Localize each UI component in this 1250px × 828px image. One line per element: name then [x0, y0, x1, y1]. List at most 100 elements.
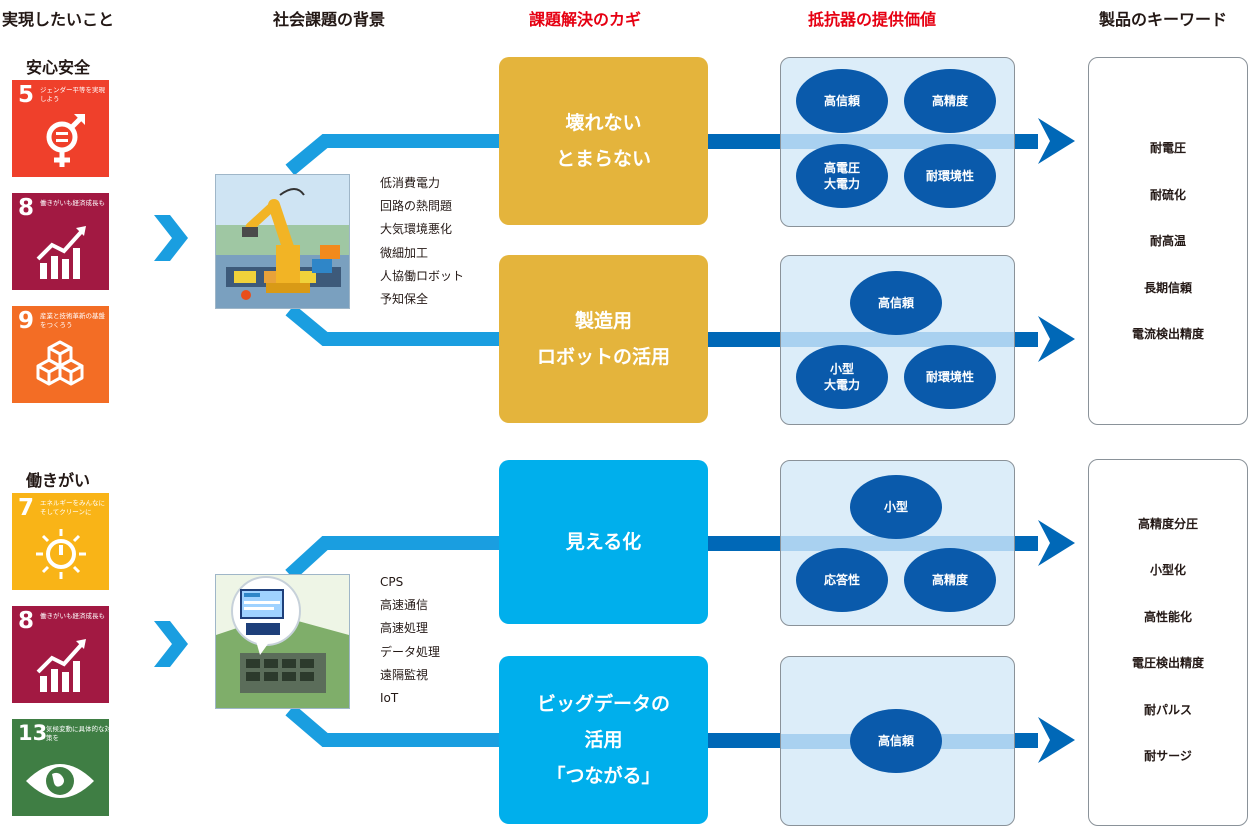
- value-text: 大電力: [823, 177, 860, 191]
- group-label-safety: 安心安全: [26, 58, 91, 77]
- value-text: 耐環境性: [925, 168, 974, 183]
- background-list-1: 低消費電力 回路の熱問題 大気環境悪化 微細加工 人協働ロボット 予知保全: [380, 172, 464, 311]
- key-line: ビッグデータの: [536, 693, 670, 715]
- key-line: 活用: [584, 729, 623, 751]
- keyword-box-1: 耐電圧 耐硫化 耐高温 長期信頼 電流検出精度: [1088, 57, 1248, 425]
- keyword: 高性能化: [1143, 610, 1192, 624]
- background-item: 人協働ロボット: [380, 268, 465, 283]
- value-text: 高電圧: [823, 160, 860, 175]
- connector-top-upper: [285, 134, 500, 176]
- keyword: 耐電圧: [1149, 141, 1186, 155]
- background-item: 低消費電力: [380, 176, 441, 190]
- key-line: 壊れない: [565, 112, 642, 134]
- value-text: 耐環境性: [925, 369, 974, 384]
- value-text: 高精度: [931, 93, 968, 108]
- value-text: 高信頼: [877, 733, 914, 748]
- sdg-tile-8-b: 8 働きがいも経済成長も: [12, 606, 109, 703]
- background-item: 高速処理: [380, 621, 429, 636]
- earth-eye-icon: [26, 764, 94, 798]
- key-box-visualization: 見える化: [499, 460, 708, 624]
- sdg-tile-7: 7 エネルギーをみんなにそしてクリーンに: [12, 493, 109, 590]
- sdg-tile-8: 8 働きがいも経済成長も: [12, 193, 109, 290]
- value-oval: 高精度: [904, 548, 996, 612]
- value-oval: 高信頼: [850, 271, 942, 335]
- value-box-2: 高信頼 小型 大電力 耐環境性: [780, 255, 1015, 425]
- value-text: 大電力: [823, 378, 860, 392]
- growth-chart-icon: [36, 639, 86, 692]
- keyword: 電圧検出精度: [1131, 656, 1204, 670]
- key-box-bigdata: ビッグデータの 活用 「つながる」: [499, 656, 708, 824]
- value-oval: 高電圧 大電力: [796, 144, 888, 208]
- sdg-text: 働きがいも経済成長も: [40, 199, 105, 207]
- background-list-2: CPS 高速通信 高速処理 データ処理 遠隔監視 IoT: [380, 571, 440, 710]
- keyword: 高精度分圧: [1137, 517, 1198, 531]
- keyword-box-2: 高精度分圧 小型化 高性能化 電圧検出精度 耐パルス 耐サージ: [1088, 459, 1248, 826]
- value-text: 小型: [829, 361, 854, 376]
- value-oval: 小型: [850, 475, 942, 539]
- background-item: 高速通信: [380, 598, 429, 613]
- sdg-text: ジェンダー平等を実現しよう: [40, 86, 105, 103]
- value-box-4: 高信頼: [780, 656, 1015, 826]
- sdg-number: 13: [18, 721, 48, 745]
- key-line: 製造用: [574, 310, 632, 332]
- arrow-head-4: [1038, 717, 1075, 763]
- background-item: IoT: [380, 691, 399, 706]
- value-text: 高信頼: [877, 295, 914, 310]
- value-oval: 応答性: [796, 548, 888, 612]
- sdg-number: 9: [18, 308, 35, 334]
- keywords-header: 製品のキーワード: [1099, 10, 1228, 29]
- value-oval: 耐環境性: [904, 345, 996, 409]
- keyword: 長期信頼: [1143, 281, 1192, 295]
- value-oval: 高信頼: [850, 709, 942, 773]
- value-text: 高精度: [931, 572, 968, 587]
- key-box-robot: 製造用 ロボットの活用: [499, 255, 708, 423]
- robot-factory-illustration: [215, 174, 350, 309]
- value-box-1: 高信頼 高精度 高電圧 大電力 耐環境性: [780, 57, 1015, 227]
- sdg-tile-13: 13 気候変動に具体的な対策を: [12, 719, 109, 816]
- goal-header: 実現したいこと: [2, 10, 115, 29]
- background-item: 遠隔監視: [380, 667, 429, 682]
- keyword: 耐サージ: [1144, 749, 1192, 763]
- key-header: 課題解決のカギ: [529, 10, 642, 29]
- cubes-icon: [36, 340, 84, 386]
- keyword: 電流検出精度: [1131, 327, 1204, 341]
- value-oval: 耐環境性: [904, 144, 996, 208]
- keyword: 耐高温: [1149, 234, 1186, 248]
- arrow-head-3: [1038, 520, 1075, 566]
- value-text: 応答性: [823, 572, 860, 587]
- sdg-tile-9: 9 産業と技術革新の基盤をつくろう: [12, 306, 109, 403]
- value-text: 小型: [883, 499, 908, 514]
- gender-equality-icon: [46, 114, 85, 167]
- chevron-right-icon: [154, 621, 188, 667]
- background-item: 微細加工: [380, 245, 429, 260]
- background-item: データ処理: [380, 644, 441, 659]
- key-line: 「つながる」: [546, 765, 661, 787]
- background-item: CPS: [380, 575, 404, 589]
- keyword: 小型化: [1149, 563, 1186, 577]
- group-label-worth: 働きがい: [26, 471, 91, 490]
- sdg-text: 気候変動に具体的な対策を: [46, 725, 109, 742]
- key-box-unbreakable: 壊れない とまらない: [499, 57, 708, 225]
- value-text: 高信頼: [823, 93, 860, 108]
- sdg-text: エネルギーをみんなにそしてクリーンに: [40, 499, 105, 516]
- sdg-tile-5: 5 ジェンダー平等を実現しよう: [12, 80, 109, 177]
- connector-bottom-upper: [285, 536, 500, 581]
- key-line: ロボットの活用: [536, 346, 670, 368]
- value-header: 抵抗器の提供価値: [808, 10, 937, 29]
- sdg-text: 産業と技術革新の基盤をつくろう: [40, 312, 105, 329]
- connector-top-lower: [285, 304, 500, 346]
- key-line: 見える化: [565, 531, 642, 553]
- keyword: 耐硫化: [1149, 188, 1186, 202]
- sun-power-icon: [36, 529, 86, 579]
- sdg-text: 働きがいも経済成長も: [40, 612, 105, 620]
- value-oval: 高精度: [904, 69, 996, 133]
- chevron-right-icon: [154, 215, 188, 261]
- sdg-number: 5: [18, 82, 35, 108]
- sdg-number: 8: [18, 195, 35, 221]
- arrow-head-2: [1038, 316, 1075, 362]
- arrow-head-1: [1038, 118, 1075, 164]
- background-header: 社会課題の背景: [273, 10, 386, 29]
- value-oval: 小型 大電力: [796, 345, 888, 409]
- background-item: 予知保全: [380, 292, 429, 307]
- growth-chart-icon: [36, 226, 86, 279]
